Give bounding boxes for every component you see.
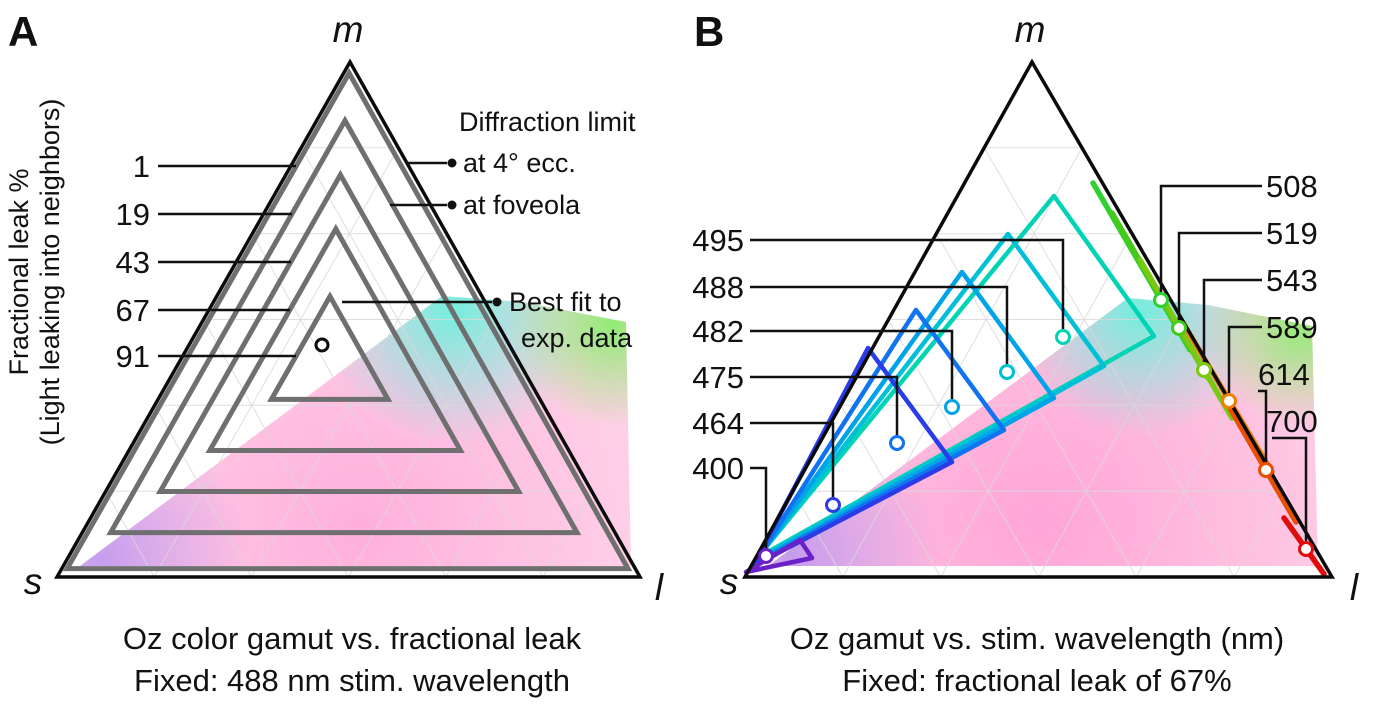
wavelength-label-614: 614 (1258, 357, 1310, 392)
leak-triangle-19 (106, 115, 582, 536)
wavelength-label-519: 519 (1266, 216, 1318, 251)
marker-475 (889, 435, 905, 451)
marker-614 (1258, 462, 1274, 478)
y-axis-label-line1: Fractional leak % (4, 168, 34, 375)
wavelength-label-543: 543 (1266, 263, 1318, 298)
grid-line (842, 147, 1083, 578)
cone-space-triangle-b (742, 58, 1336, 579)
leak-label-91: 91 (116, 339, 150, 374)
leak-triangle-43 (155, 169, 523, 494)
cone-space-triangle-a (53, 58, 643, 579)
chromaticity-wash-b (768, 298, 1318, 566)
leak-label-67: 67 (116, 293, 150, 328)
gamut-475 (751, 307, 1007, 567)
leak-triangle-91 (267, 291, 393, 402)
wash-green (768, 298, 1318, 566)
leader-475 (750, 375, 899, 435)
caption-b-line2: Fixed: fractional leak of 67% (842, 663, 1231, 698)
leak-label-43: 43 (116, 245, 150, 280)
leak-leader-lines (158, 164, 296, 358)
marker-589 (1221, 393, 1237, 409)
grid-line (1135, 405, 1233, 578)
marker-495 (1055, 329, 1071, 345)
panel-a-tag: A (8, 8, 38, 55)
y-axis-label-line2: (Light leaking into neighbors) (35, 99, 65, 446)
vertex-label-l-a: l (655, 567, 665, 608)
caption-a-line2: Fixed: 488 nm stim. wavelength (134, 663, 570, 698)
grid-line (1038, 319, 1183, 578)
panel-b-tag: B (694, 8, 724, 55)
leader-700 (1272, 436, 1308, 541)
ternary-grid-b (792, 147, 1283, 578)
leader-464 (750, 421, 835, 497)
annotation-leaders-a (342, 158, 502, 307)
wavelength-leaders (750, 184, 1308, 548)
grid-line (300, 147, 544, 578)
annotation-dot-foveola (447, 200, 457, 210)
gamut-543 (1137, 257, 1235, 421)
leader-400 (750, 466, 768, 548)
leader-519 (1177, 231, 1262, 320)
leak-label-19: 19 (116, 197, 150, 232)
marker-519 (1171, 320, 1187, 336)
annotation-best-fit-line2: exp. data (521, 323, 633, 353)
leader-543 (1202, 278, 1262, 362)
gamut-488 (753, 231, 1107, 563)
annotation-foveola: at foveola (463, 190, 581, 220)
caption-a-line1: Oz color gamut vs. fractional leak (123, 621, 582, 656)
marker-488 (999, 364, 1015, 380)
best-fit-marker (314, 337, 330, 353)
grid-line (153, 147, 399, 578)
marker-464 (825, 497, 841, 513)
leader-614 (1258, 389, 1268, 462)
leader-508 (1159, 184, 1262, 292)
wash-green (80, 296, 631, 566)
wavelength-label-464: 464 (692, 406, 744, 441)
wavelength-markers (758, 292, 1314, 564)
vertex-label-s-b: s (720, 561, 739, 602)
wavelength-label-475: 475 (692, 360, 744, 395)
panel-a: A m s l Fractional leak % (Light leaking… (4, 8, 665, 698)
panel-b: B m s l 495 488 482 475 464 400 508 519 … (692, 8, 1360, 698)
annotation-diffraction-line2: at 4° ecc. (463, 148, 576, 178)
wavelength-label-508: 508 (1266, 169, 1318, 204)
marker-543 (1196, 362, 1212, 378)
wavelength-label-400: 400 (692, 451, 744, 486)
grid-line (250, 233, 448, 578)
leader-482 (750, 329, 954, 399)
leak-triangle-1 (62, 68, 633, 572)
leader-589 (1227, 325, 1262, 393)
leak-gamut-triangles (62, 68, 633, 572)
wavelength-label-700: 700 (1266, 404, 1318, 439)
vertex-label-m-b: m (1015, 9, 1046, 50)
annotation-dot-ecc (447, 158, 457, 168)
leak-triangle-67 (205, 223, 465, 453)
vertex-label-s-a: s (24, 561, 43, 602)
marker-482 (944, 399, 960, 415)
vertex-label-l-b: l (1350, 567, 1360, 608)
wavelength-label-482: 482 (692, 314, 744, 349)
annotation-dot-best-fit (492, 297, 502, 307)
wavelength-label-495: 495 (692, 223, 744, 258)
annotation-best-fit-line1: Best fit to (509, 287, 622, 317)
wavelength-label-589: 589 (1266, 310, 1318, 345)
marker-400 (758, 548, 774, 564)
marker-700 (1298, 541, 1314, 557)
grid-line (1233, 490, 1283, 578)
annotation-diffraction-line1: Diffraction limit (459, 107, 636, 137)
gamut-614 (1221, 395, 1299, 525)
chromaticity-wash-a (80, 296, 631, 566)
leader-488 (750, 285, 1009, 364)
wavelength-label-488: 488 (692, 270, 744, 305)
leader-495 (750, 238, 1065, 329)
marker-508 (1153, 292, 1169, 308)
leak-label-1: 1 (133, 149, 150, 184)
caption-b-line1: Oz gamut vs. stim. wavelength (nm) (790, 621, 1284, 656)
vertex-label-m-a: m (333, 9, 364, 50)
